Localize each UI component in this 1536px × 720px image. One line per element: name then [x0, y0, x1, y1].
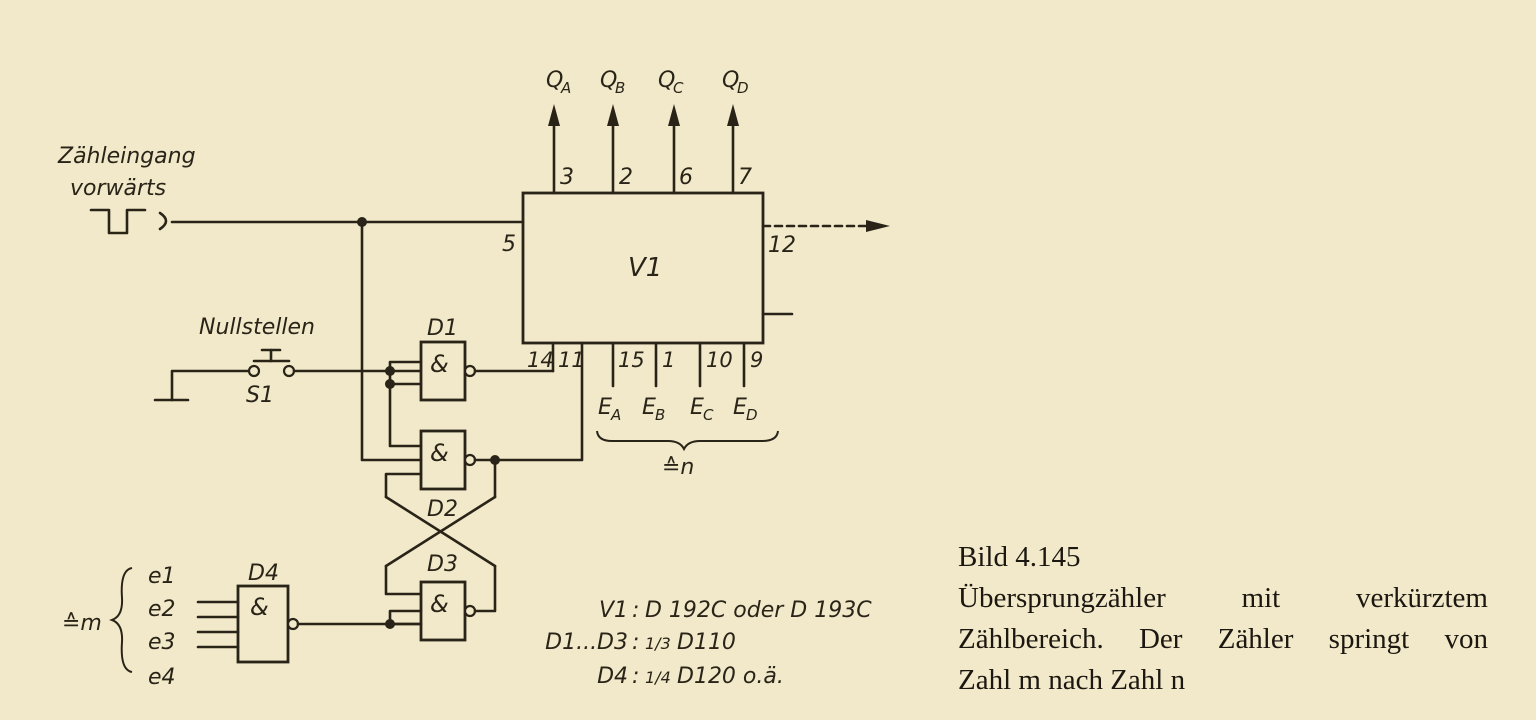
- svg-text:A: A: [610, 406, 621, 424]
- gate-d4: & D4: [236, 561, 300, 664]
- svg-text:E: E: [733, 395, 747, 420]
- svg-text:5: 5: [502, 232, 516, 257]
- caption-line-2: Zählbereich. Der Zähler springt von: [958, 623, 1488, 655]
- output-qa: Q A 3: [546, 68, 574, 195]
- pin-11-label: 11: [558, 348, 585, 372]
- svg-text:1/4: 1/4: [645, 668, 671, 687]
- counter-v1-box: [521, 191, 765, 345]
- parts-list: V1 : D 192C oder D 193C D1...D3 : 1/3 D1…: [545, 598, 872, 689]
- svg-text:D110: D110: [677, 630, 736, 655]
- svg-text:D1...D3: D1...D3: [545, 630, 628, 655]
- svg-text::: :: [632, 630, 639, 655]
- gate-d2: & D2: [419, 429, 477, 522]
- svg-text:E: E: [598, 395, 612, 420]
- gate-d1: & D1: [419, 316, 477, 402]
- svg-text:≙m: ≙m: [62, 611, 102, 636]
- svg-text:B: B: [655, 406, 665, 424]
- svg-text:7: 7: [738, 165, 752, 190]
- wire-d2-pin11: [473, 341, 584, 462]
- m-input-labels: e1 e2 e3 e4 ≙m: [62, 564, 176, 690]
- wire-count-d2: [360, 220, 423, 462]
- svg-text:D120 o.ä.: D120 o.ä.: [677, 664, 784, 689]
- svg-text:&: &: [250, 593, 269, 621]
- counter-v1-label: V1: [628, 253, 662, 283]
- svg-text:e2: e2: [148, 597, 176, 622]
- svg-text:C: C: [703, 406, 714, 424]
- svg-text:Q: Q: [722, 68, 739, 93]
- svg-text:Q: Q: [600, 68, 617, 93]
- wire-d1-d2: [388, 382, 423, 448]
- svg-text::: :: [632, 598, 639, 623]
- cross-wire-2: [384, 495, 497, 568]
- svg-text:E: E: [690, 395, 704, 420]
- output-qb: Q B 2: [600, 68, 633, 195]
- count-input: Zähleingang vorwärts 5: [57, 144, 525, 257]
- svg-text:Zähleingang: Zähleingang: [57, 144, 196, 169]
- svg-text::: :: [632, 664, 639, 689]
- svg-text:Q: Q: [658, 68, 675, 93]
- svg-text:12: 12: [768, 233, 796, 258]
- wire-d1-inputs: [388, 360, 423, 386]
- svg-text:vorwärts: vorwärts: [70, 176, 166, 201]
- svg-text:1: 1: [662, 348, 675, 372]
- svg-text:6: 6: [679, 165, 693, 190]
- caption-line-3: Zahl m nach Zahl n: [958, 664, 1186, 696]
- svg-text:e3: e3: [148, 630, 176, 655]
- svg-text:V1: V1: [599, 598, 628, 623]
- output-qd: Q D 7: [722, 68, 752, 195]
- svg-text:D: D: [746, 406, 758, 424]
- svg-text:&: &: [430, 350, 449, 378]
- svg-text:A: A: [560, 79, 571, 97]
- svg-text:C: C: [673, 79, 684, 97]
- gate-d3: & D3: [419, 552, 477, 642]
- svg-text:D: D: [737, 79, 749, 97]
- svg-text:e1: e1: [148, 564, 176, 589]
- svg-text:D3: D3: [427, 552, 458, 577]
- svg-text:E: E: [642, 395, 656, 420]
- svg-text:B: B: [615, 79, 625, 97]
- svg-text:D4: D4: [248, 561, 279, 586]
- svg-text:Q: Q: [546, 68, 563, 93]
- svg-text:15: 15: [618, 348, 645, 372]
- carry-output: 12: [761, 220, 890, 258]
- svg-text:D 192C oder D 193C: D 192C oder D 193C: [645, 598, 872, 623]
- svg-text:e4: e4: [148, 665, 176, 690]
- svg-text:Nullstellen: Nullstellen: [199, 315, 315, 340]
- svg-text:D1: D1: [427, 316, 458, 341]
- svg-text:9: 9: [750, 348, 763, 372]
- wire-d2-lower-input: [384, 472, 423, 499]
- pin-14-label: 14: [527, 348, 554, 372]
- caption-line-1: Übersprungzähler mit verkürztem: [958, 582, 1488, 614]
- svg-text:S1: S1: [246, 383, 274, 408]
- reset-switch-s1[interactable]: Nullstellen S1: [153, 315, 315, 408]
- figure-number: Bild 4.145: [958, 541, 1081, 573]
- svg-text:&: &: [430, 590, 449, 618]
- svg-text:&: &: [430, 439, 449, 467]
- output-qc: Q C 6: [658, 68, 693, 195]
- preset-inputs: 15 1 10 9 E A E B E C E D ≙n: [596, 341, 779, 480]
- svg-text:2: 2: [619, 165, 633, 190]
- svg-text:D2: D2: [427, 497, 458, 522]
- figure-caption: Bild 4.145 Übersprungzähler mit verkürzt…: [958, 537, 1488, 701]
- svg-text:≙n: ≙n: [662, 455, 694, 480]
- d4-inputs: [196, 600, 240, 649]
- wire-d3-feedback: [473, 564, 497, 613]
- svg-text:D4: D4: [597, 664, 628, 689]
- svg-text:10: 10: [706, 348, 733, 372]
- svg-text:3: 3: [560, 165, 574, 190]
- svg-text:1/3: 1/3: [645, 634, 671, 653]
